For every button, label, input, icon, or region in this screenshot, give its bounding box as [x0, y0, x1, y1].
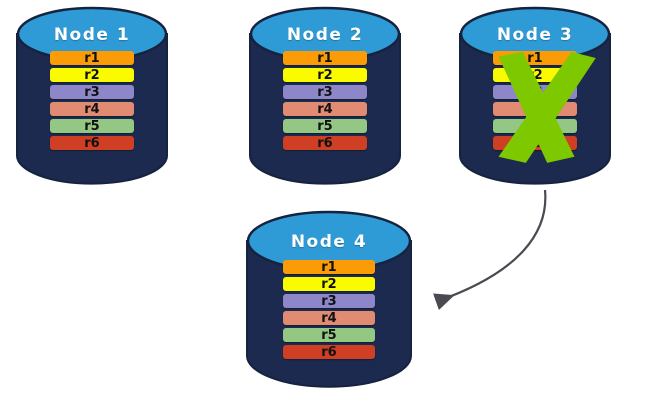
row-r1[interactable]: r1	[283, 259, 375, 275]
row-r3[interactable]: r3	[283, 84, 367, 100]
row-r5[interactable]: r5	[50, 118, 134, 134]
row-label: r5	[321, 327, 337, 343]
row-label: r5	[317, 118, 333, 134]
row-r3[interactable]: r3	[493, 84, 577, 100]
row-r4[interactable]: r4	[283, 101, 367, 117]
row-label: r6	[527, 135, 543, 151]
row-r4[interactable]: r4	[50, 101, 134, 117]
row-label: r3	[84, 84, 100, 100]
row-r1[interactable]: r1	[283, 50, 367, 66]
row-label: r2	[321, 276, 337, 292]
row-label: r2	[317, 67, 333, 83]
row-label: r6	[84, 135, 100, 151]
row-r5[interactable]: r5	[283, 327, 375, 343]
row-r6[interactable]: r6	[493, 135, 577, 151]
row-label: r4	[321, 310, 337, 326]
row-label: r1	[84, 50, 100, 66]
row-r2[interactable]: r2	[283, 276, 375, 292]
row-r6[interactable]: r6	[50, 135, 134, 151]
arrow-node3-to-node4	[432, 189, 547, 311]
row-r6[interactable]: r6	[283, 135, 367, 151]
row-r3[interactable]: r3	[50, 84, 134, 100]
row-r4[interactable]: r4	[283, 310, 375, 326]
row-label: r4	[527, 101, 543, 117]
row-label: r3	[527, 84, 543, 100]
row-label: r4	[317, 101, 333, 117]
row-label: r2	[527, 67, 543, 83]
row-label: r5	[84, 118, 100, 134]
row-r2[interactable]: r2	[493, 67, 577, 83]
row-r4[interactable]: r4	[493, 101, 577, 117]
row-label: r6	[321, 344, 337, 360]
row-label: r5	[527, 118, 543, 134]
row-label: r4	[84, 101, 100, 117]
row-r3[interactable]: r3	[283, 293, 375, 309]
row-r2[interactable]: r2	[283, 67, 367, 83]
row-label: r3	[317, 84, 333, 100]
row-label: r1	[321, 259, 337, 275]
row-r5[interactable]: r5	[283, 118, 367, 134]
row-label: r1	[317, 50, 333, 66]
row-label: r1	[527, 50, 543, 66]
row-label: r6	[317, 135, 333, 151]
row-r5[interactable]: r5	[493, 118, 577, 134]
row-r2[interactable]: r2	[50, 67, 134, 83]
row-label: r3	[321, 293, 337, 309]
row-label: r2	[84, 67, 100, 83]
row-r6[interactable]: r6	[283, 344, 375, 360]
row-r1[interactable]: r1	[50, 50, 134, 66]
row-r1[interactable]: r1	[493, 50, 577, 66]
